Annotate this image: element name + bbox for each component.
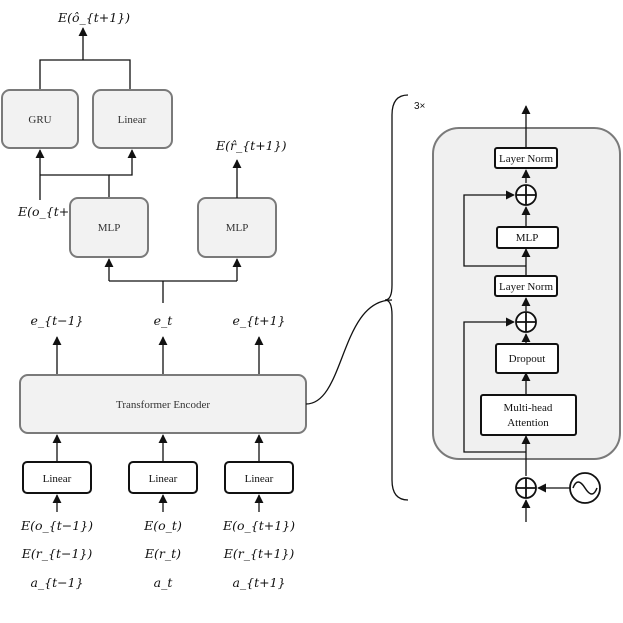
input-o-prev: E(o_{t−1}) — [20, 518, 93, 533]
encoder-expand-connector — [305, 299, 393, 405]
embedding-label-prev: e_{t−1} — [30, 313, 83, 328]
block-mlp-label: MLP — [516, 232, 539, 244]
attention-label-line1: Multi-head — [504, 402, 553, 414]
input-linear-label-3: Linear — [245, 473, 274, 485]
layer-norm-top-box — [494, 147, 558, 169]
mlp-left-label: MLP — [98, 222, 121, 234]
input-linear-box-3 — [224, 461, 294, 494]
embedding-label-next: e_{t+1} — [232, 313, 285, 328]
layer-norm-mid-label: Layer Norm — [499, 281, 554, 293]
input-r-curr: E(r_t) — [144, 546, 181, 561]
input-linear-box-1 — [22, 461, 92, 494]
attention-box — [480, 394, 577, 436]
layer-norm-top-label: Layer Norm — [499, 153, 554, 165]
mlp-left-box — [69, 197, 149, 258]
mlp-to-gru-line — [40, 174, 110, 198]
mlp-to-linear-line — [109, 149, 137, 176]
input-o-next: E(o_{t+1}) — [222, 518, 295, 533]
input-a-prev: a_{t−1} — [30, 575, 83, 590]
input-linear-label-2: Linear — [149, 473, 178, 485]
output-merge-line — [39, 59, 131, 90]
dropout-label: Dropout — [509, 353, 546, 365]
input-linear-label-1: Linear — [43, 473, 72, 485]
layer-norm-mid-box — [494, 275, 558, 297]
input-linear-box-2 — [128, 461, 198, 494]
repeat-count-label: 3× — [414, 101, 426, 112]
dropout-box — [495, 343, 559, 374]
block-mlp-box — [496, 226, 559, 249]
encoder-expand-brace — [384, 94, 409, 501]
residual-attention-path — [463, 317, 526, 453]
input-o-curr: E(o_t) — [143, 518, 182, 533]
gru-box — [1, 89, 79, 149]
mlp-right-label: MLP — [226, 222, 249, 234]
embedding-label-curr: e_t — [154, 313, 174, 328]
output-o-label: E(ô_{t+1}) — [57, 10, 130, 25]
input-a-curr: a_t — [154, 575, 174, 590]
reward-output-label: E(r̂_{t+1}) — [215, 138, 287, 153]
sine-wave-icon — [572, 481, 598, 495]
input-a-next: a_{t+1} — [232, 575, 285, 590]
attention-label-line2: Attention — [507, 417, 549, 429]
input-r-prev: E(r_{t−1}) — [21, 546, 93, 561]
top-linear-label: Linear — [118, 114, 147, 126]
gru-label: GRU — [28, 114, 51, 126]
residual-mlp-path — [463, 190, 526, 267]
transformer-encoder-label: Transformer Encoder — [116, 399, 210, 411]
input-r-next: E(r_{t+1}) — [223, 546, 295, 561]
top-linear-box — [92, 89, 173, 149]
